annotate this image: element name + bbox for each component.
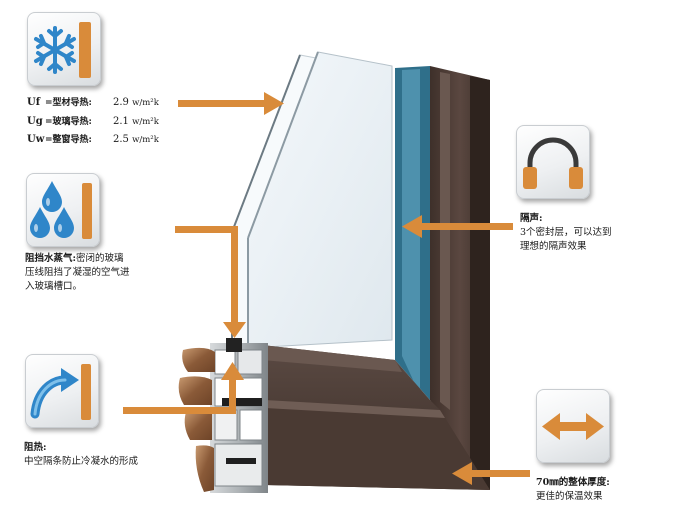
curved-arrow-icon — [30, 364, 91, 420]
sound-caption: 隔声: 3个密封层，可以达到 理想的隔声效果 — [520, 212, 612, 254]
u-unit: w/m²k — [132, 98, 159, 108]
snowflake-icon-tile — [27, 12, 101, 86]
u-value: 2.5 — [113, 134, 129, 145]
glass-panes — [231, 51, 393, 349]
heat-caption: 阻热: 中空隔条防止冷凝水的形成 — [24, 441, 138, 469]
heat-title: 阻热: — [24, 442, 47, 453]
u-symbol: Uw — [27, 134, 45, 145]
u-value-row-ug: Ug=玻璃导热: 2.1 w/m²k — [27, 114, 159, 127]
u-value: 2.9 — [113, 97, 129, 108]
u-unit: w/m²k — [132, 135, 159, 145]
sound-title: 隔声: — [520, 213, 543, 224]
u-symbol: Uf — [27, 97, 41, 108]
arrow-to-seals — [402, 215, 513, 238]
heat-line1: 中空隔条防止冷凝水的形成 — [24, 456, 139, 467]
vapor-line3: 入玻璃槽口。 — [25, 281, 83, 292]
callout-arrows — [123, 92, 530, 485]
thickness-line1: 更佳的保温效果 — [536, 491, 603, 502]
profile-cross-section — [178, 338, 268, 493]
arrow-to-glass — [178, 92, 284, 115]
u-unit: w/m²k — [132, 117, 159, 127]
double-arrow-icon — [542, 413, 604, 440]
u-label: =整窗导热: — [45, 135, 92, 145]
u-symbol: Ug — [27, 116, 43, 127]
arrow-to-spacer — [123, 362, 244, 414]
headphones-icon-tile — [516, 125, 590, 199]
arrow-to-glass-bead — [175, 226, 246, 338]
double-arrow-icon-tile — [536, 389, 610, 463]
vertical-frame — [395, 66, 490, 490]
thickness-caption: 70㎜的整体厚度: 更佳的保温效果 — [536, 476, 610, 504]
vapor-caption: 阻挡水蒸气:密闭的玻璃 压线阻挡了凝湿的空气进 入玻璃槽口。 — [25, 252, 130, 294]
curved-arrow-icon-tile — [25, 354, 99, 428]
water-drops-icon-tile — [26, 173, 100, 247]
water-drops-icon — [30, 181, 92, 239]
u-value-row-uf: Uf =型材导热: 2.9 w/m²k — [27, 95, 159, 108]
snowflake-icon — [34, 22, 91, 78]
arrow-to-frame-depth — [452, 462, 530, 485]
u-value-row-uw: Uw=整窗导热: 2.5 w/m²k — [27, 132, 159, 145]
headphones-icon — [523, 137, 583, 189]
sound-line2: 理想的隔声效果 — [520, 241, 587, 252]
vapor-line1: 密闭的玻璃 — [76, 253, 124, 264]
thickness-title: 70㎜的整体厚度: — [536, 477, 610, 488]
sound-line1: 3个密封层，可以达到 — [520, 227, 612, 238]
vapor-line2: 压线阻挡了凝湿的空气进 — [25, 267, 130, 278]
u-value: 2.1 — [113, 116, 129, 127]
bottom-frame — [262, 345, 490, 490]
u-label: =玻璃导热: — [45, 117, 92, 127]
vapor-title: 阻挡水蒸气: — [25, 253, 77, 264]
u-label: =型材导热: — [45, 98, 92, 108]
